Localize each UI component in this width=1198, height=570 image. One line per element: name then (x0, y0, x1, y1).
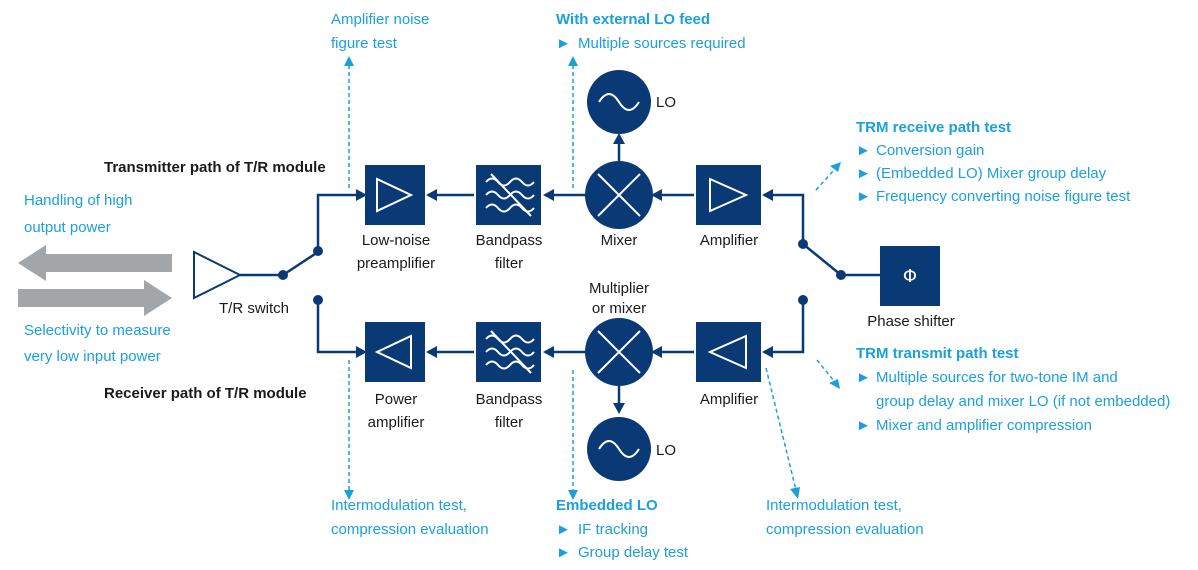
trm-tx-item-0: Multiple sources for two-tone IM and (876, 369, 1118, 386)
sine-wave-icon (598, 93, 640, 111)
emb-lo-item-1: Group delay test (578, 544, 689, 561)
amplifier-icon (376, 177, 414, 213)
trm-rx-item-1: (Embedded LO) Mixer group delay (876, 165, 1107, 182)
pa-label-1: Power (375, 391, 418, 408)
trm-rx-item-2: Frequency converting noise figure test (876, 188, 1131, 205)
multiplier-label-1: Multiplier (589, 280, 649, 297)
callout-arrow-down-right (829, 379, 840, 389)
amplifier-icon (707, 334, 747, 370)
mixer-cross-icon (597, 330, 641, 374)
bandpass-filter-icon (485, 330, 535, 374)
pa-label-2: amplifier (368, 414, 425, 431)
ext-lo-item: Multiple sources required (578, 35, 746, 52)
high-power-label-2: output power (24, 219, 111, 236)
amplifier-top-block (696, 165, 761, 225)
trm-tx-item-2: Mixer and amplifier compression (876, 417, 1092, 434)
im-right-2: compression evaluation (766, 521, 924, 538)
mixer-label: Mixer (601, 232, 638, 249)
im-left-1: Intermodulation test, (331, 497, 467, 514)
multiplier-label-2: or mixer (592, 300, 646, 317)
emb-lo-title: Embedded LO (556, 497, 658, 514)
amplifier-bottom-block (696, 322, 761, 382)
callout-arrow-down (790, 487, 800, 499)
transmitter-path-label: Transmitter path of T/R module (104, 159, 326, 176)
ext-lo-bullet: ► (556, 35, 571, 52)
low-power-label-1: Selectivity to measure (24, 322, 171, 339)
phase-symbol: Φ (903, 266, 917, 287)
trm-rx-title: TRM receive path test (856, 119, 1011, 136)
ext-lo-title: With external LO feed (556, 11, 710, 28)
callout-arrow-up (568, 56, 578, 66)
phase-shifter-block (880, 246, 940, 306)
amplifier-top-label: Amplifier (700, 232, 758, 249)
lna-block (365, 165, 425, 225)
low-power-arrow (18, 280, 172, 316)
low-power-label-2: very low input power (24, 348, 161, 365)
amplifier-icon (709, 177, 749, 213)
high-power-label-1: Handling of high (24, 192, 132, 209)
bandpass-filter-icon (485, 173, 535, 217)
callout-arrow-up-right (830, 162, 841, 172)
trm-rx-bullet-1: ► (856, 165, 871, 182)
emb-lo-item-0: IF tracking (578, 521, 648, 538)
trm-rx-item-0: Conversion gain (876, 142, 984, 159)
amp-noise-test-2: figure test (331, 35, 398, 52)
emb-lo-bullet-1: ► (556, 544, 571, 561)
tr-switch-label: T/R switch (219, 300, 289, 317)
trm-rx-bullet-0: ► (856, 142, 871, 159)
trm-tx-item-1: group delay and mixer LO (if not embedde… (876, 393, 1170, 410)
lo-bottom-label: LO (656, 442, 676, 459)
power-amplifier-block (365, 322, 425, 382)
phase-shifter-label: Phase shifter (867, 313, 955, 330)
lna-label-2: preamplifier (357, 255, 435, 272)
amp-noise-test-1: Amplifier noise (331, 11, 429, 28)
lo-top-label: LO (656, 94, 676, 111)
mixer-cross-icon (597, 173, 641, 217)
bpf-bottom-label-1: Bandpass (476, 391, 543, 408)
bandpass-filter-bottom-block (476, 322, 541, 382)
bpf-top-label-2: filter (495, 255, 523, 272)
amplifier-bottom-label: Amplifier (700, 391, 758, 408)
receiver-path-label: Receiver path of T/R module (104, 385, 307, 402)
callout-arrow-down (568, 490, 578, 500)
trm-rx-bullet-2: ► (856, 188, 871, 205)
antenna-icon (193, 250, 243, 300)
emb-lo-bullet-0: ► (556, 521, 571, 538)
bpf-bottom-label-2: filter (495, 414, 523, 431)
switch-arm (282, 250, 319, 277)
sine-wave-icon (598, 440, 640, 458)
amplifier-icon (374, 334, 412, 370)
trm-tx-bullet-0: ► (856, 369, 871, 386)
bandpass-filter-top-block (476, 165, 541, 225)
callout-arrow-down (344, 490, 354, 500)
high-power-arrow (18, 245, 172, 281)
bpf-top-label-1: Bandpass (476, 232, 543, 249)
im-right-1: Intermodulation test, (766, 497, 902, 514)
trm-tx-title: TRM transmit path test (856, 345, 1019, 362)
im-left-2: compression evaluation (331, 521, 489, 538)
callout-arrow-up (344, 56, 354, 66)
trm-tx-bullet-2: ► (856, 417, 871, 434)
lna-label-1: Low-noise (362, 232, 430, 249)
